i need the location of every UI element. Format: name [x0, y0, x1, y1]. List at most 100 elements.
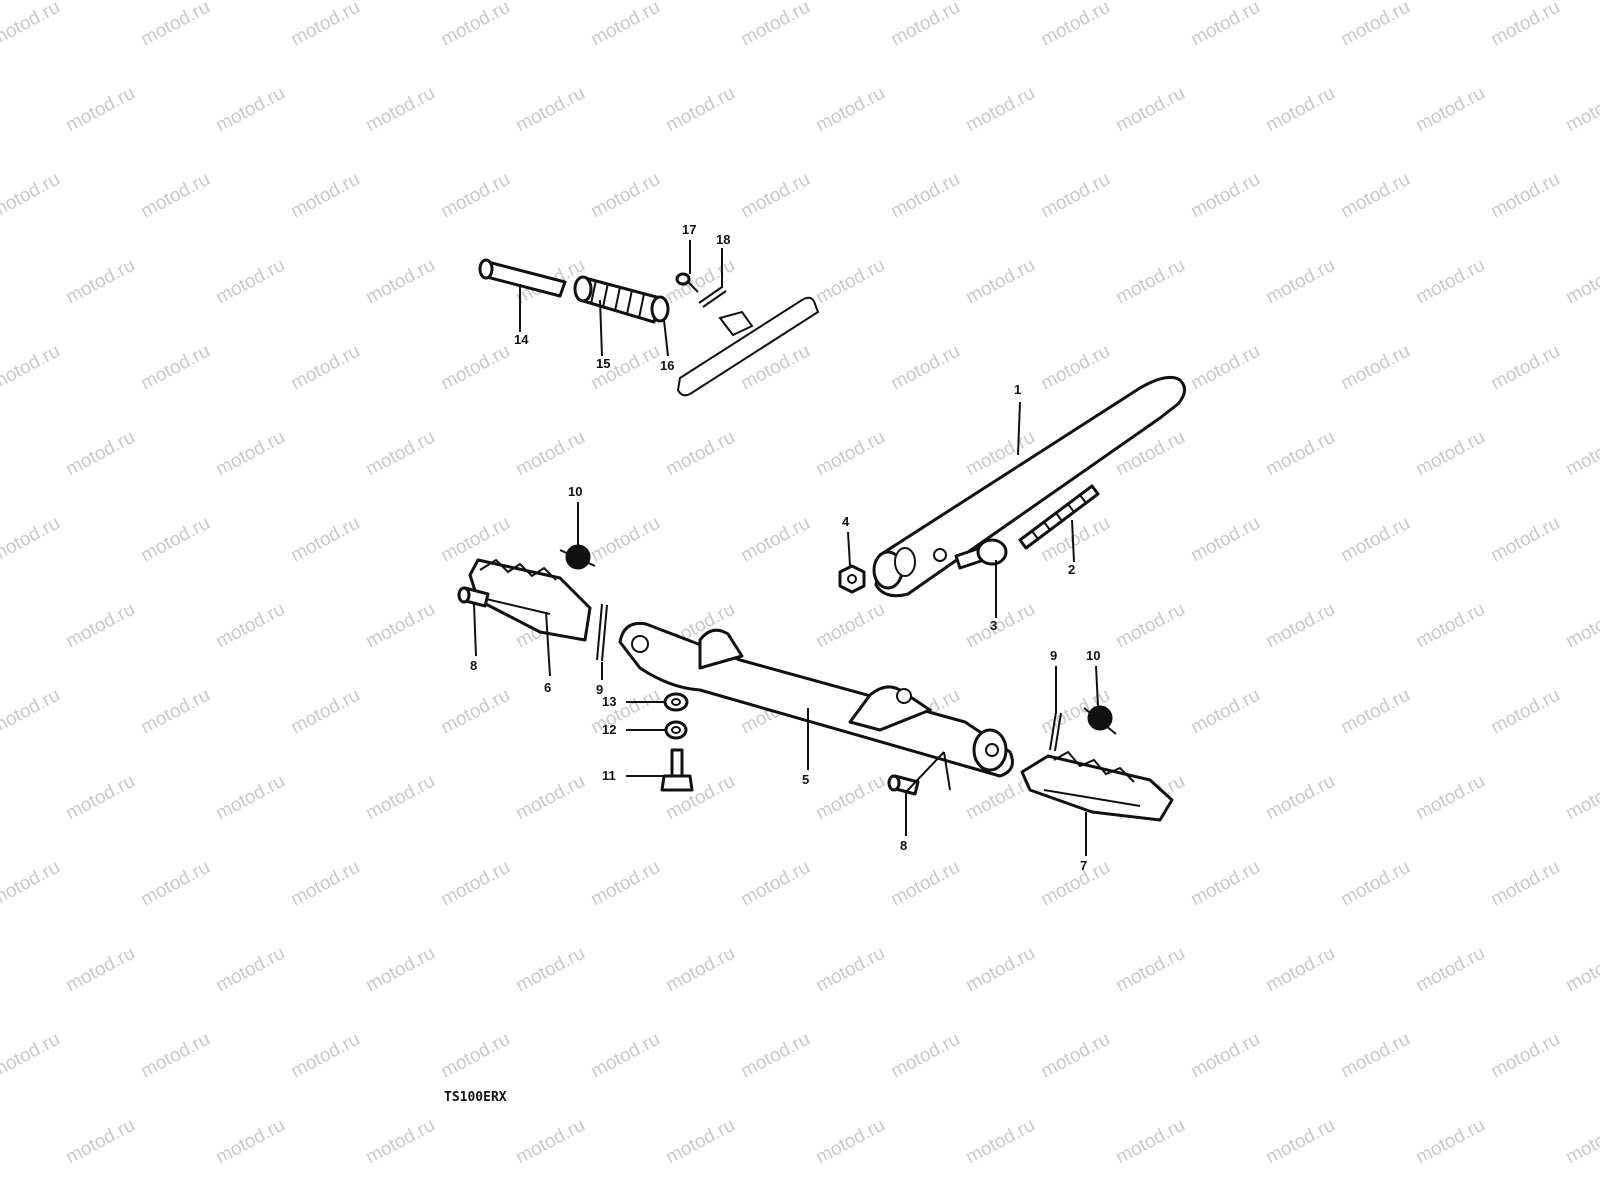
watermark-text: motod.ru [587, 513, 663, 567]
watermark-text: motod.ru [1562, 255, 1600, 309]
side-stand-assembly [838, 375, 1186, 598]
watermark-text: motod.ru [0, 685, 64, 739]
callout-15: 15 [596, 356, 610, 371]
watermark-text: motod.ru [1487, 685, 1563, 739]
nut-part-4 [838, 564, 866, 594]
watermark-text: motod.ru [962, 599, 1038, 653]
watermark-text: motod.ru [1412, 427, 1488, 481]
watermark-text: motod.ru [137, 513, 213, 567]
watermark-text: motod.ru [887, 341, 963, 395]
watermark-text: motod.ru [1262, 427, 1338, 481]
watermark-text: motod.ru [62, 83, 138, 137]
watermark-text: motod.ru [1187, 1029, 1263, 1083]
watermark-text: motod.ru [1412, 771, 1488, 825]
watermark-text: motod.ru [1487, 1029, 1563, 1083]
bolt-part-3 [954, 538, 1008, 570]
watermark-text: motod.ru [62, 771, 138, 825]
watermark-text: motod.ru [62, 599, 138, 653]
split-pin-part-9-left [596, 603, 608, 662]
watermark-text: motod.ru [0, 169, 64, 223]
watermark-text: motod.ru [1262, 943, 1338, 997]
watermark-text: motod.ru [1562, 83, 1600, 137]
watermark-text: motod.ru [1562, 943, 1600, 997]
watermark-text: motod.ru [1187, 685, 1263, 739]
watermark-text: motod.ru [1112, 1115, 1188, 1169]
watermark-text: motod.ru [1412, 599, 1488, 653]
watermark-text: motod.ru [1337, 857, 1413, 911]
watermark-text: motod.ru [587, 0, 663, 50]
watermark-text: motod.ru [512, 427, 588, 481]
watermark-text: motod.ru [812, 427, 888, 481]
split-pin-part-18 [698, 286, 727, 308]
watermark-text: motod.ru [137, 685, 213, 739]
watermark-text: motod.ru [362, 83, 438, 137]
spring-part-10-right [1083, 705, 1117, 735]
watermark-text: motod.ru [362, 1115, 438, 1169]
watermark-text: motod.ru [962, 1115, 1038, 1169]
watermark-text: motod.ru [1487, 857, 1563, 911]
watermark-text: motod.ru [287, 341, 363, 395]
watermark-text: motod.ru [1337, 685, 1413, 739]
watermark-text: motod.ru [1112, 599, 1188, 653]
watermark-text: motod.ru [437, 169, 513, 223]
watermark-text: motod.ru [962, 255, 1038, 309]
watermark-text: motod.ru [887, 169, 963, 223]
watermark-text: motod.ru [1112, 943, 1188, 997]
footpeg-part-7 [1020, 750, 1174, 822]
watermark-text: motod.ru [662, 83, 738, 137]
watermark-text: motod.ru [662, 427, 738, 481]
watermark-text: motod.ru [1337, 341, 1413, 395]
watermark-text: motod.ru [812, 943, 888, 997]
watermark-text: motod.ru [137, 0, 213, 50]
watermark-text: motod.ru [887, 1029, 963, 1083]
watermark-text: motod.ru [212, 83, 288, 137]
watermark-text: motod.ru [512, 83, 588, 137]
watermark-text: motod.ru [362, 599, 438, 653]
watermark-text: motod.ru [1112, 255, 1188, 309]
watermark-text: motod.ru [0, 0, 64, 50]
callout-2: 2 [1068, 562, 1075, 577]
watermark-text: motod.ru [737, 513, 813, 567]
watermark-text: motod.ru [1487, 169, 1563, 223]
watermark-text: motod.ru [287, 0, 363, 50]
watermark-text: motod.ru [62, 427, 138, 481]
watermark-text: motod.ru [1262, 599, 1338, 653]
callout-16: 16 [660, 358, 674, 373]
spring-part-2 [1018, 484, 1100, 550]
pin-part-8-right [887, 774, 920, 796]
watermark-text: motod.ru [1112, 83, 1188, 137]
model-code: TS100ERX [444, 1090, 507, 1105]
watermark-text: motod.ru [1037, 1029, 1113, 1083]
watermark-text: motod.ru [137, 857, 213, 911]
watermark-text: motod.ru [1187, 169, 1263, 223]
watermark-text: motod.ru [1487, 513, 1563, 567]
watermark-text: motod.ru [512, 771, 588, 825]
footpeg-part-6 [468, 558, 592, 642]
watermark-text: motod.ru [437, 513, 513, 567]
footrest-bar [676, 296, 820, 397]
watermark-text: motod.ru [587, 1029, 663, 1083]
watermark-text: motod.ru [1562, 599, 1600, 653]
watermark-text: motod.ru [812, 255, 888, 309]
callout-9-left: 9 [596, 682, 603, 697]
watermark-text: motod.ru [62, 255, 138, 309]
watermark-text: motod.ru [212, 427, 288, 481]
watermark-text: motod.ru [1412, 255, 1488, 309]
watermark-text: motod.ru [287, 685, 363, 739]
watermark-text: motod.ru [437, 857, 513, 911]
watermark-text: motod.ru [1412, 943, 1488, 997]
callout-8-left: 8 [470, 658, 477, 673]
washer-part-13 [663, 692, 689, 712]
watermark-text: motod.ru [1562, 771, 1600, 825]
watermark-text: motod.ru [1187, 857, 1263, 911]
watermark-text: motod.ru [662, 255, 738, 309]
watermark-text: motod.ru [1037, 857, 1113, 911]
watermark-text: motod.ru [1037, 341, 1113, 395]
watermark-text: motod.ru [1187, 341, 1263, 395]
watermark-text: motod.ru [662, 943, 738, 997]
watermark-text: motod.ru [137, 1029, 213, 1083]
watermark-text: motod.ru [437, 1029, 513, 1083]
watermark-text: motod.ru [812, 599, 888, 653]
watermark-text: motod.ru [812, 771, 888, 825]
